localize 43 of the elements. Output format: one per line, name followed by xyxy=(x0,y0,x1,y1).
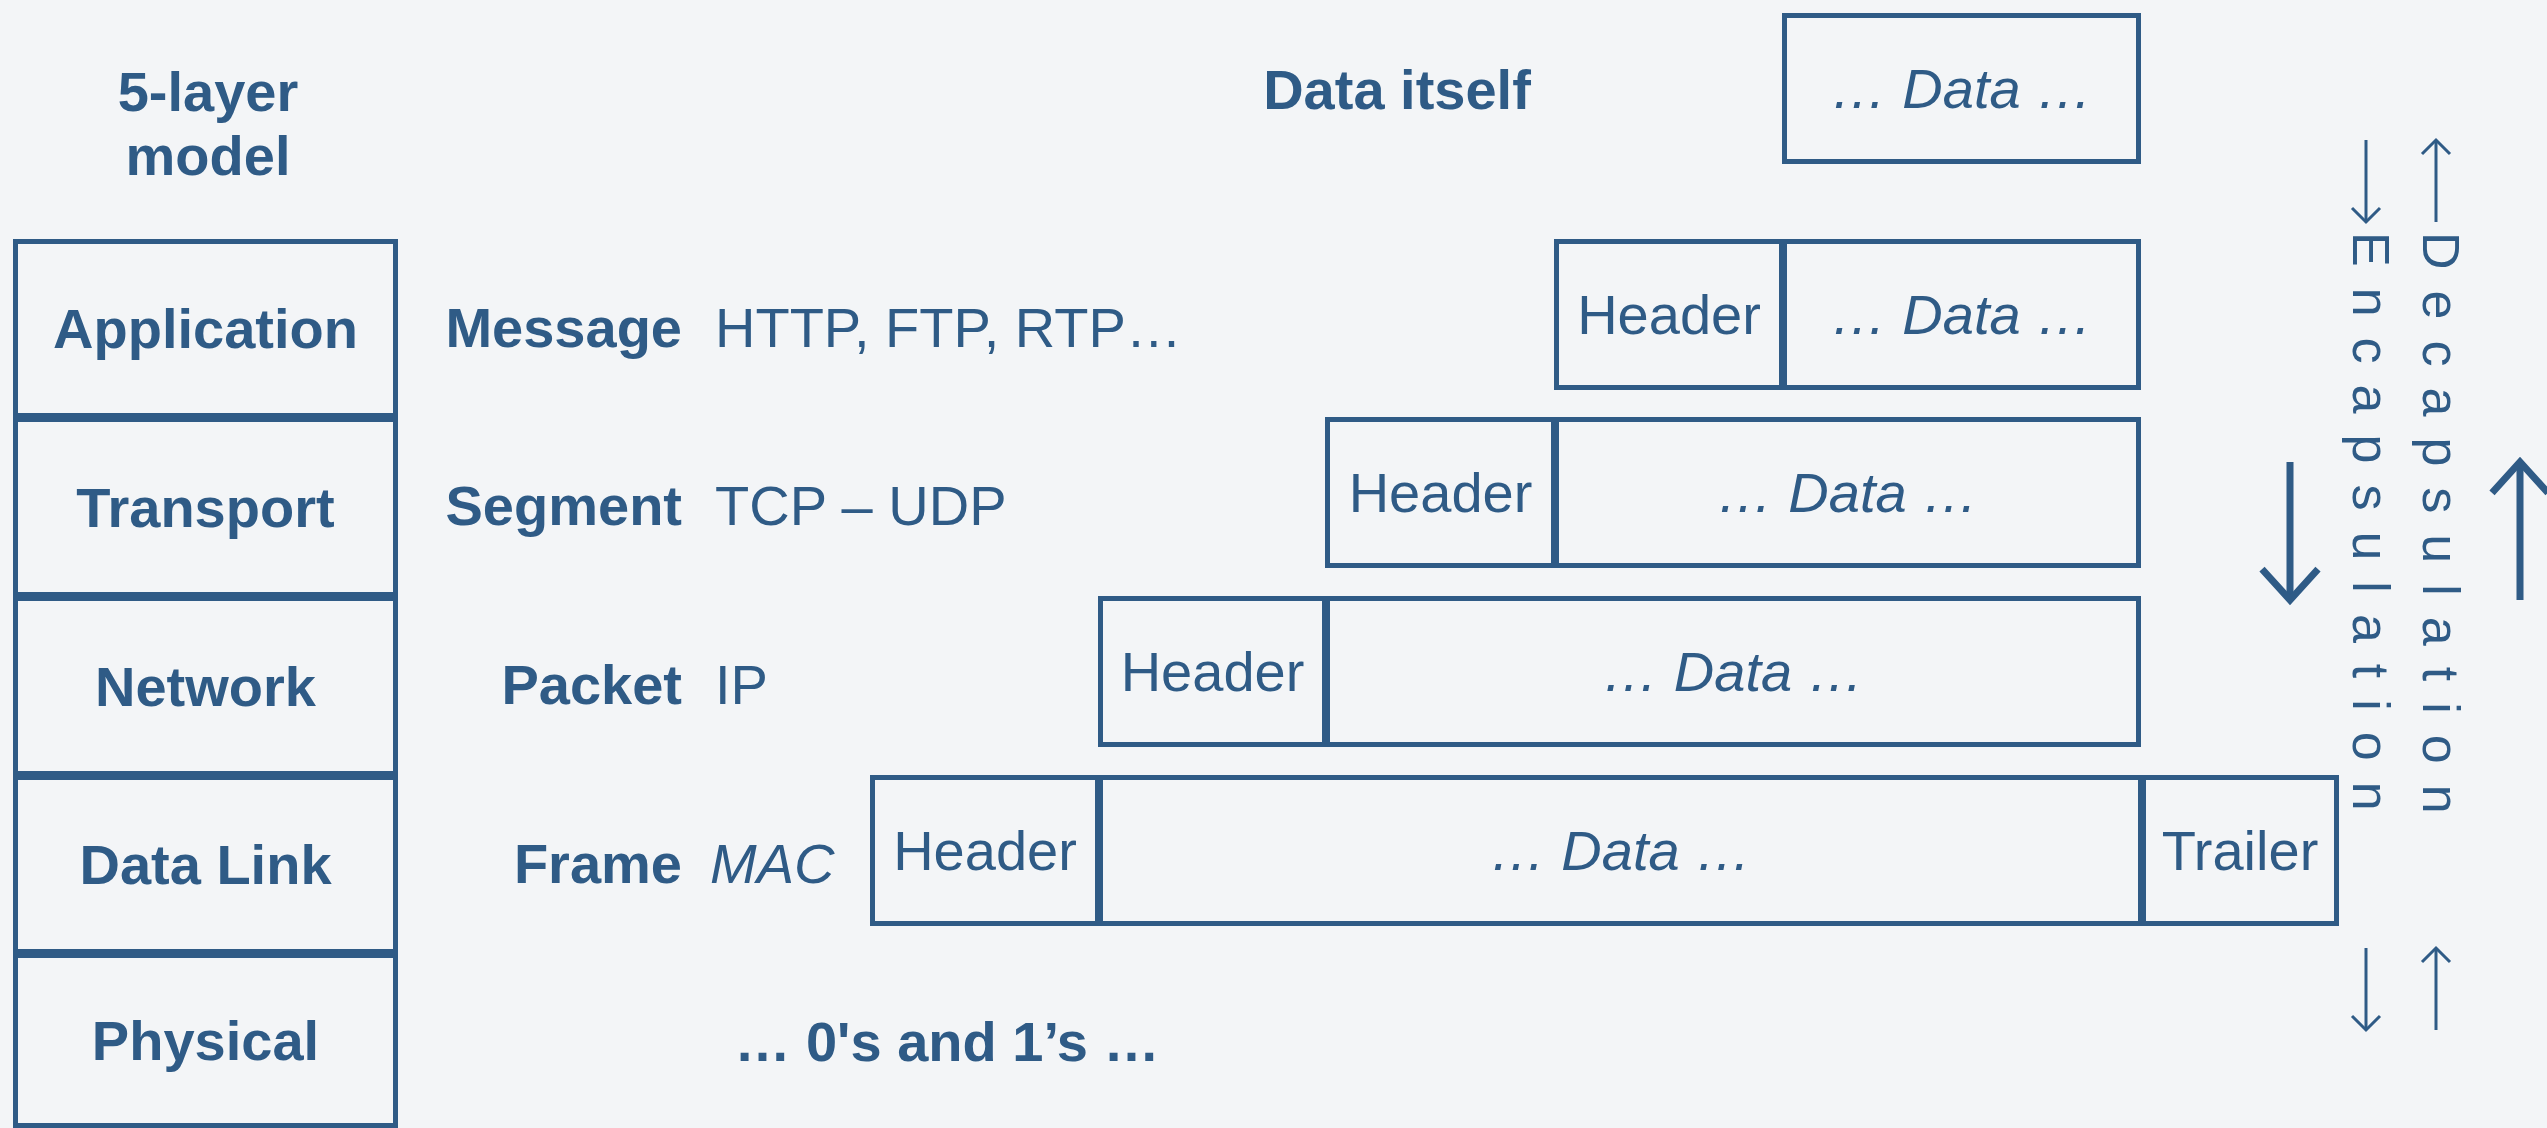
protocol-list: HTTP, FTP, RTP… xyxy=(715,296,1182,361)
protocol-list: TCP – UDP xyxy=(715,474,1007,539)
field-name: Header xyxy=(1120,639,1305,704)
heading: 5-layer model xyxy=(116,60,300,189)
field-name: … Data … xyxy=(1489,818,1752,883)
layer-name: Application xyxy=(53,296,358,361)
layer-box xyxy=(13,596,398,776)
field-name: … Data … xyxy=(1830,56,2093,121)
bit-stream-label: … 0's and 1’s … xyxy=(733,1010,1161,1075)
layer-box xyxy=(13,953,398,1128)
field-name: … Data … xyxy=(1602,639,1864,704)
header-box xyxy=(1325,417,1556,568)
layer-box xyxy=(13,417,398,597)
header-box xyxy=(1098,596,1327,747)
field-name: Header xyxy=(893,818,1077,883)
header-box xyxy=(870,775,1100,926)
unit-name: Frame xyxy=(512,832,682,897)
data-box xyxy=(1554,417,2141,568)
header-box xyxy=(1554,239,1784,390)
unit-name: Segment xyxy=(444,474,682,539)
protocol-list: MAC xyxy=(710,832,835,897)
row-label: Data itself xyxy=(1262,58,1532,123)
unit-name: Message xyxy=(444,296,682,361)
process-label: Encapsulation xyxy=(2341,232,2401,832)
data-box xyxy=(1325,596,2141,747)
process-label: Decapsulation xyxy=(2411,232,2471,835)
data-box xyxy=(1782,13,2141,164)
layer-name: Data Link xyxy=(79,832,332,897)
layer-name: Transport xyxy=(76,474,335,540)
field-name: Header xyxy=(1348,460,1533,525)
trailer-box xyxy=(2141,775,2339,926)
field-name: Header xyxy=(1577,282,1761,347)
data-box xyxy=(1098,775,2143,926)
layer-name: Physical xyxy=(91,1008,320,1073)
data-box xyxy=(1782,239,2141,390)
unit-name: Packet xyxy=(500,653,682,718)
field-name: … Data … xyxy=(1830,282,2093,347)
field-name: Trailer xyxy=(2161,818,2319,883)
protocol-list: IP xyxy=(715,653,768,718)
field-name: … Data … xyxy=(1716,460,1979,525)
layer-box xyxy=(13,239,398,418)
layer-box xyxy=(13,775,398,954)
layer-name: Network xyxy=(95,653,316,719)
